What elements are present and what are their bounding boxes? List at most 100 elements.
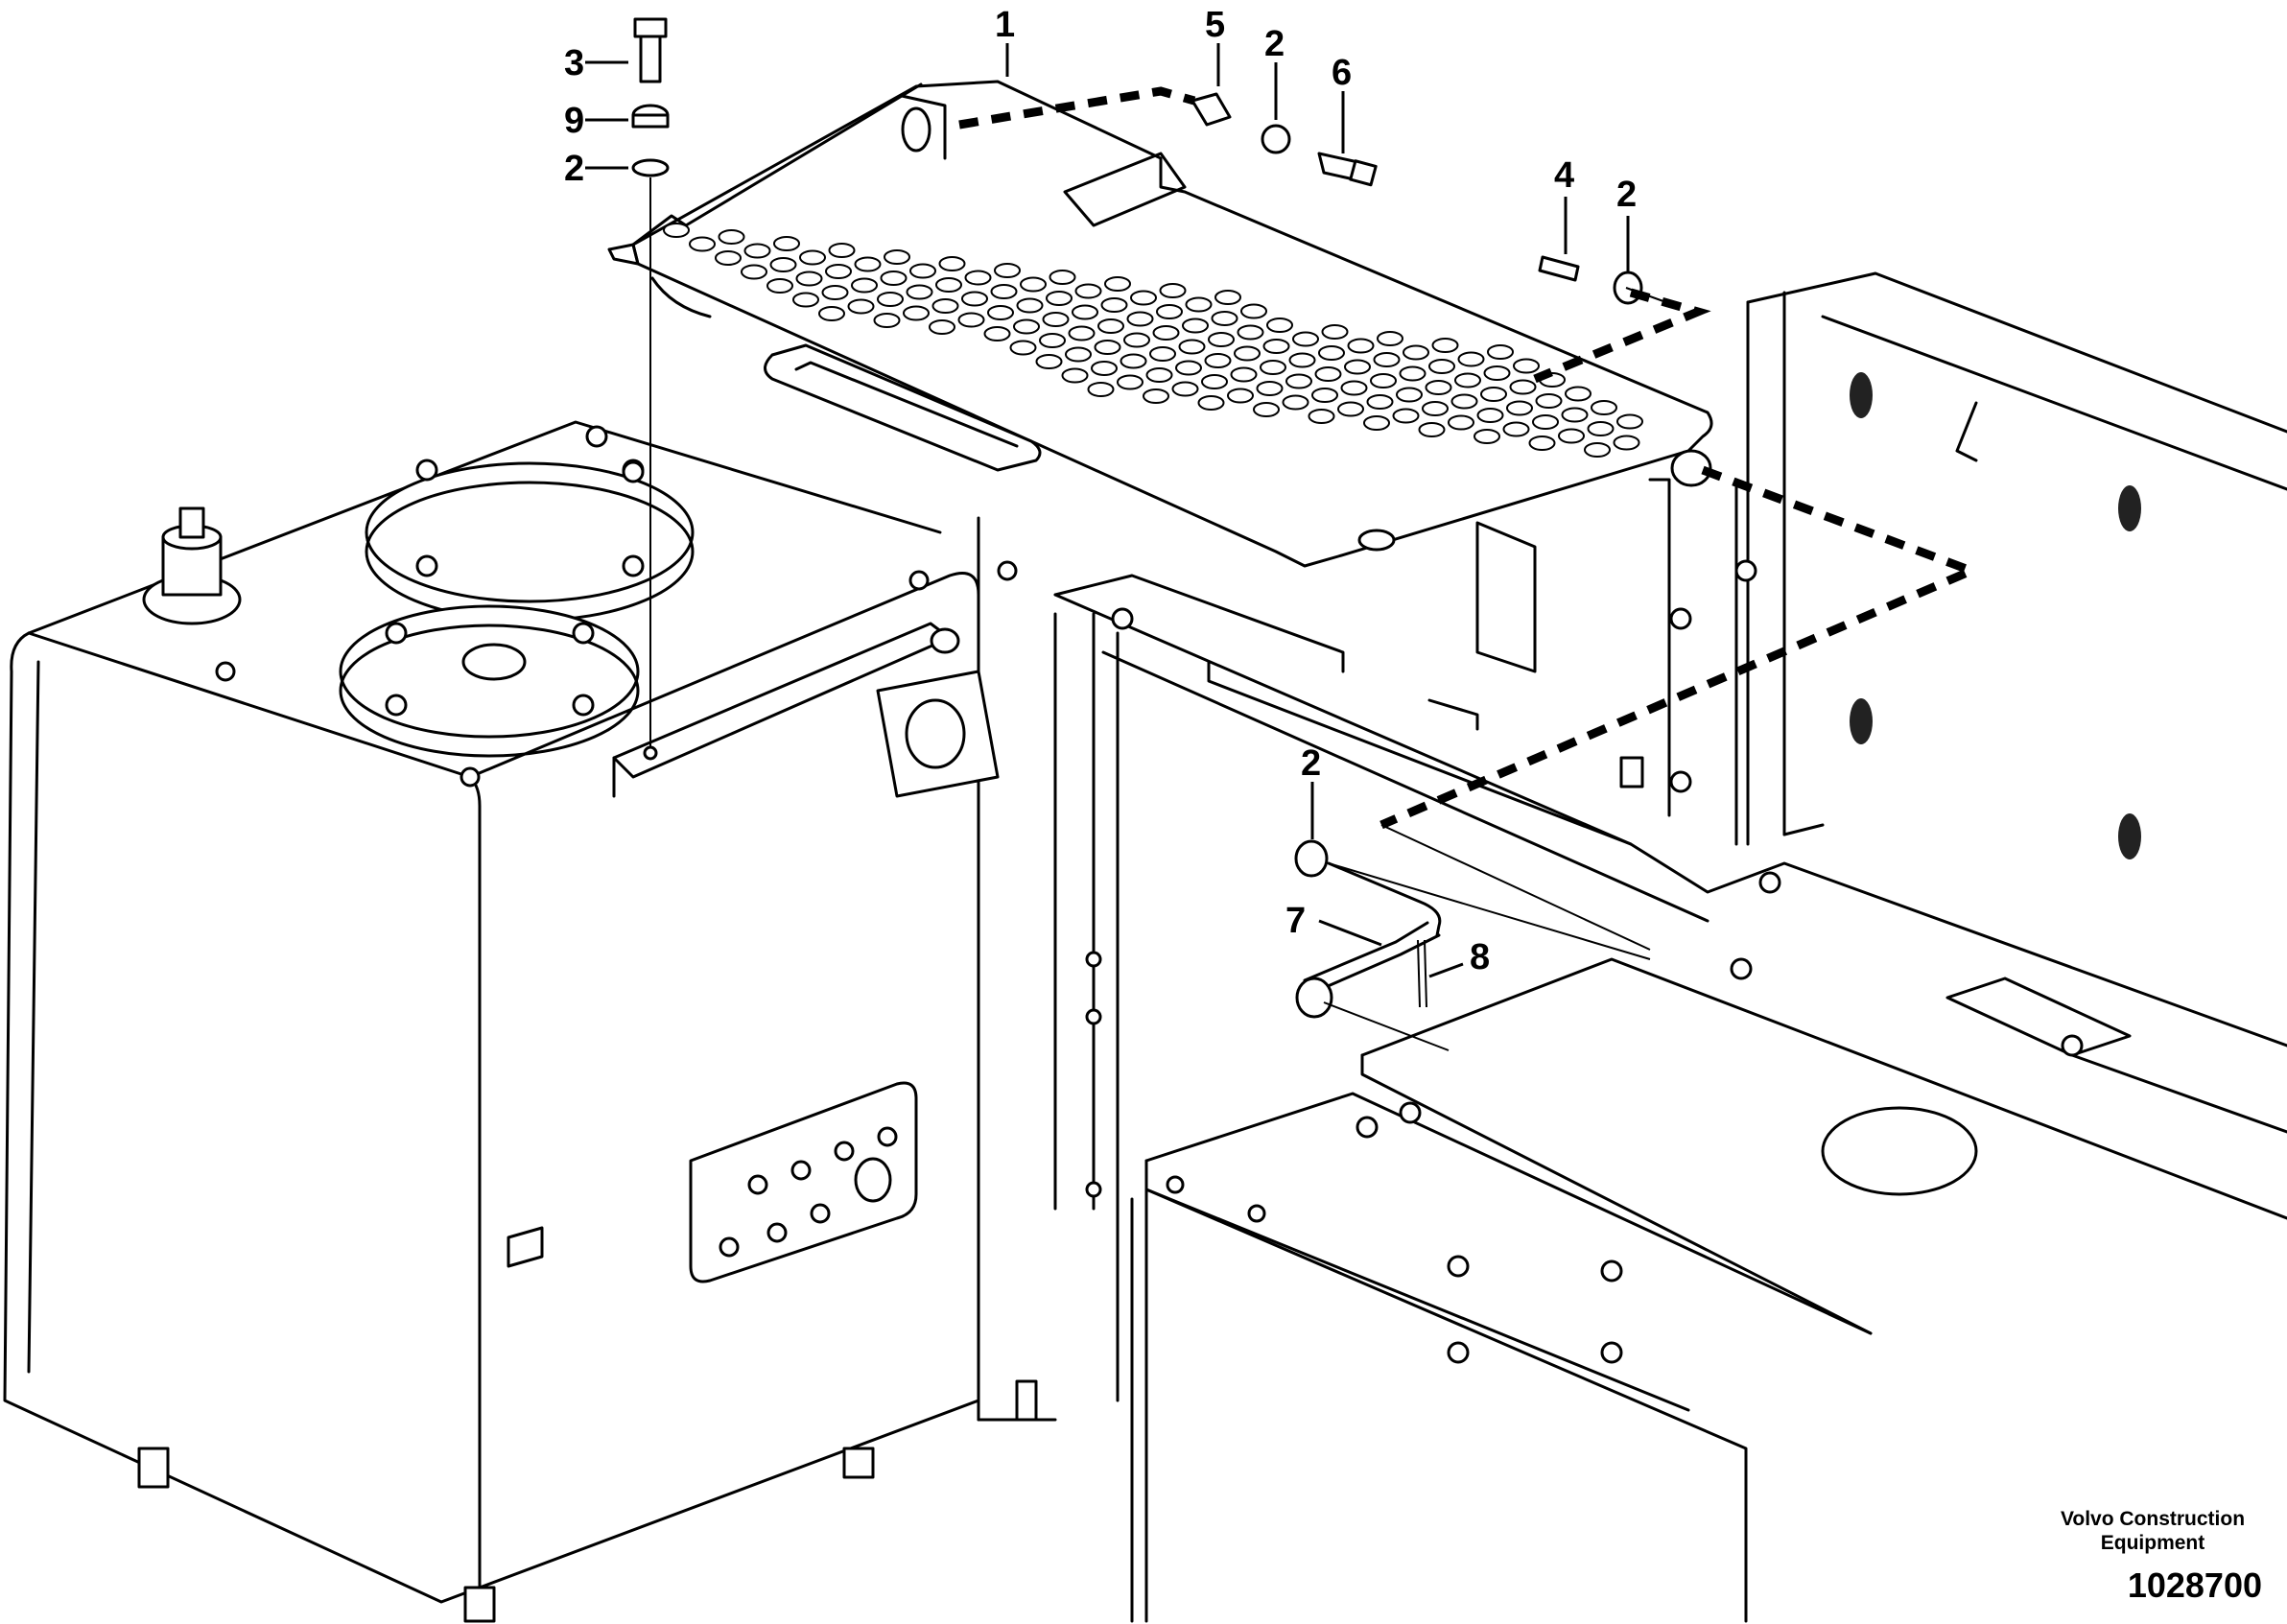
cover-hole bbox=[1448, 414, 1474, 431]
cover-holes bbox=[663, 223, 1643, 458]
cover-hole bbox=[1282, 394, 1309, 411]
tank-cover-lower bbox=[339, 604, 640, 758]
cover-hole bbox=[741, 264, 767, 280]
cover-hole bbox=[1311, 388, 1338, 403]
cover-hole bbox=[994, 263, 1021, 278]
cover-hole bbox=[1020, 276, 1047, 293]
cover-hole bbox=[1347, 338, 1375, 354]
callout-2-left: 2 bbox=[564, 149, 584, 189]
cover-hole bbox=[1262, 339, 1290, 354]
cover-hole bbox=[1156, 304, 1183, 319]
cover-hole bbox=[880, 271, 908, 286]
cover-hole bbox=[1288, 352, 1316, 368]
callout-2-top: 2 bbox=[1264, 24, 1285, 64]
brand-line-1: Volvo Construction bbox=[2060, 1508, 2246, 1530]
cover-hole bbox=[1260, 360, 1286, 375]
cover-hole bbox=[1159, 283, 1187, 298]
cover-hole bbox=[1476, 408, 1504, 423]
cover-hole bbox=[1197, 395, 1225, 411]
cover-hole bbox=[1321, 324, 1349, 340]
cover-hole bbox=[1396, 387, 1423, 403]
cover-hole bbox=[1308, 409, 1335, 424]
cover-hole bbox=[1591, 400, 1617, 415]
cover-hole bbox=[1340, 380, 1368, 396]
cover-hole bbox=[884, 249, 910, 265]
plate-bolts bbox=[1085, 559, 2084, 1364]
cover-hole bbox=[1039, 333, 1066, 348]
cover-hole bbox=[1454, 372, 1481, 388]
cover-hole bbox=[1292, 331, 1319, 347]
cover-hole bbox=[1143, 388, 1169, 404]
callout-2-right: 2 bbox=[1616, 175, 1637, 215]
cover-hole bbox=[1123, 332, 1150, 348]
cover-hole bbox=[1201, 374, 1228, 389]
cover-hole bbox=[1035, 354, 1063, 369]
cover-hole bbox=[1091, 361, 1118, 376]
cover-hole bbox=[1474, 429, 1500, 444]
cover-hole bbox=[1616, 413, 1643, 430]
cover-hole bbox=[1009, 340, 1037, 356]
cover-hole bbox=[1318, 345, 1345, 361]
callout-6: 6 bbox=[1332, 53, 1352, 93]
cover-hole bbox=[877, 292, 904, 307]
cover-hole bbox=[1100, 297, 1128, 313]
cover-hole bbox=[873, 313, 901, 328]
cover-hole bbox=[1266, 318, 1293, 333]
cover-hole bbox=[906, 284, 933, 300]
drawing-footer: Volvo Construction Equipment 1028700 bbox=[2038, 1507, 2268, 1607]
cover-hole bbox=[1532, 414, 1559, 430]
cover-hole bbox=[1528, 435, 1556, 451]
tank-flange bbox=[876, 670, 1000, 798]
cover-hole bbox=[1377, 331, 1403, 346]
spacer-bolt-group bbox=[1191, 92, 1378, 187]
callout-9: 9 bbox=[564, 101, 584, 141]
cover-hole bbox=[825, 264, 852, 279]
frame-rivets bbox=[1850, 372, 2141, 859]
callout-2-lower: 2 bbox=[1301, 743, 1321, 784]
cover-hole bbox=[1513, 358, 1540, 374]
cover-hole bbox=[1016, 297, 1044, 314]
callout-7: 7 bbox=[1285, 901, 1306, 941]
cover-hole bbox=[1418, 422, 1446, 437]
cover-hole bbox=[766, 278, 793, 294]
cover-hole bbox=[935, 277, 962, 293]
cover-hole bbox=[1506, 400, 1533, 416]
cover-hole bbox=[1097, 318, 1124, 334]
cover-hole bbox=[1065, 346, 1092, 363]
cover-hole bbox=[1344, 359, 1371, 375]
cover-hole bbox=[795, 271, 823, 287]
cover-hole bbox=[1117, 374, 1144, 390]
cover-hole bbox=[1182, 318, 1209, 334]
cover-hole bbox=[1240, 303, 1267, 319]
cover-hole bbox=[1211, 311, 1238, 326]
cover-hole bbox=[1042, 312, 1070, 327]
cover-hole bbox=[957, 312, 985, 328]
cover-hole bbox=[1068, 325, 1096, 341]
cover-hole bbox=[1425, 380, 1452, 395]
cover-hole bbox=[1130, 290, 1157, 306]
tank-cover-top bbox=[365, 459, 695, 623]
cover-hole bbox=[1094, 340, 1121, 355]
cover-hole bbox=[1431, 338, 1459, 353]
cover-hole bbox=[1072, 304, 1098, 320]
document-number: 1028700 bbox=[2127, 1565, 2262, 1605]
cover-hole bbox=[847, 298, 875, 315]
cover-hole bbox=[1049, 270, 1076, 285]
cover-hole bbox=[1584, 442, 1611, 458]
callout-8: 8 bbox=[1470, 937, 1490, 977]
cover-hole bbox=[1565, 386, 1591, 402]
cover-hole bbox=[718, 229, 745, 245]
brand-line-2: Equipment bbox=[2100, 1532, 2205, 1554]
cover-hole bbox=[1450, 393, 1478, 410]
cover-hole bbox=[743, 243, 771, 259]
cover-hole bbox=[1399, 365, 1426, 382]
cover-hole bbox=[1558, 428, 1585, 444]
bolt-washer-right bbox=[1538, 255, 1643, 305]
cover-hole bbox=[1487, 344, 1514, 360]
cover-hole bbox=[1535, 393, 1563, 409]
cover-hole bbox=[1422, 401, 1449, 416]
tank-side-port bbox=[689, 1081, 918, 1283]
cover-hole bbox=[1253, 402, 1280, 417]
cover-hole bbox=[715, 250, 742, 266]
cover-hole bbox=[909, 263, 936, 279]
